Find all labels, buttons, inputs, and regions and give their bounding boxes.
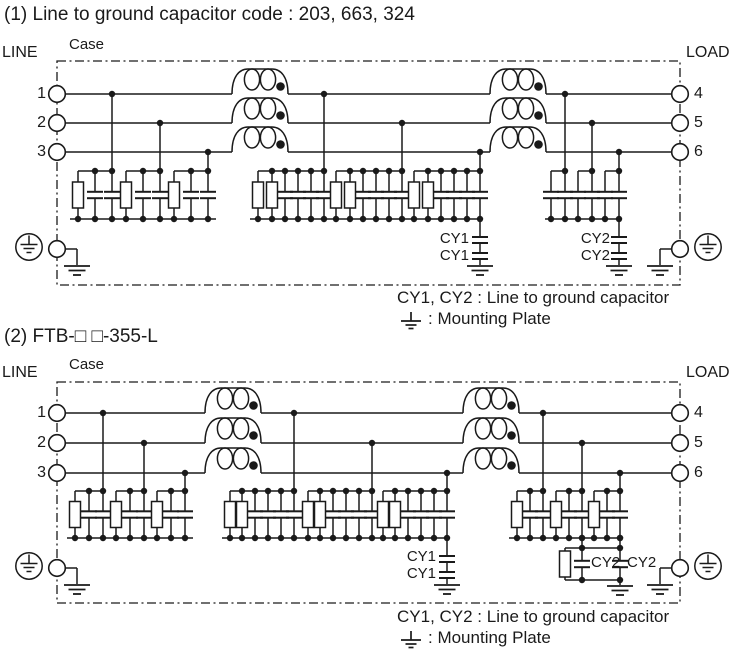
diagram2-cy2-label-2: CY2	[627, 554, 657, 571]
diagram1-terminal-2-label: 2	[37, 114, 46, 131]
mounting-plate-icon	[401, 312, 421, 330]
diagram2-terminal-5-label: 5	[694, 434, 703, 451]
diagram1-cy1-label-2: CY1	[439, 247, 469, 264]
diagram1-cy1-label-1: CY1	[439, 230, 469, 247]
diagram2-line-label: LINE	[2, 364, 38, 381]
diagram2-legend-mounting-plate: : Mounting Plate	[428, 628, 551, 647]
diagram1-terminal-4-label: 4	[694, 85, 703, 102]
diagram2-terminal-6-label: 6	[694, 464, 703, 481]
diagram1-load-label: LOAD	[686, 44, 730, 61]
diagram1-legend-mounting-plate: : Mounting Plate	[428, 309, 551, 328]
mounting-plate-icon	[401, 631, 421, 649]
diagram1-cy2-label-2: CY2	[580, 247, 610, 264]
diagram2-cy1-label-2: CY1	[406, 565, 436, 582]
diagram2-title: (2) FTB-□ □-355-L	[4, 326, 158, 347]
diagram2-schematic	[15, 381, 722, 604]
diagram1-case-label: Case	[69, 36, 105, 53]
diagram2-terminal-4-label: 4	[694, 404, 703, 421]
diagram2-cy2-label-1: CY2	[591, 554, 621, 571]
diagram1-terminal-5-label: 5	[694, 114, 703, 131]
diagram2-legend-capacitors: CY1, CY2 : Line to ground capacitor	[397, 607, 670, 626]
diagram1-terminal-6-label: 6	[694, 143, 703, 160]
diagram1-terminal-1-label: 1	[37, 85, 46, 102]
diagram2-cy1-label-1: CY1	[406, 548, 436, 565]
diagram2-terminal-3-label: 3	[37, 464, 46, 481]
diagram1-terminal-3-label: 3	[37, 143, 46, 160]
diagram1-cy2-label-1: CY2	[580, 230, 610, 247]
diagram2-case-label: Case	[69, 356, 105, 373]
diagram1-schematic	[15, 60, 722, 286]
diagram1-title: (1) Line to ground capacitor code : 203,…	[4, 4, 415, 25]
diagram2-terminal-2-label: 2	[37, 434, 46, 451]
diagram2-terminal-1-label: 1	[37, 404, 46, 421]
diagram1-legend-capacitors: CY1, CY2 : Line to ground capacitor	[397, 288, 670, 307]
diagram1-line-label: LINE	[2, 44, 38, 61]
diagram2-load-label: LOAD	[686, 364, 730, 381]
